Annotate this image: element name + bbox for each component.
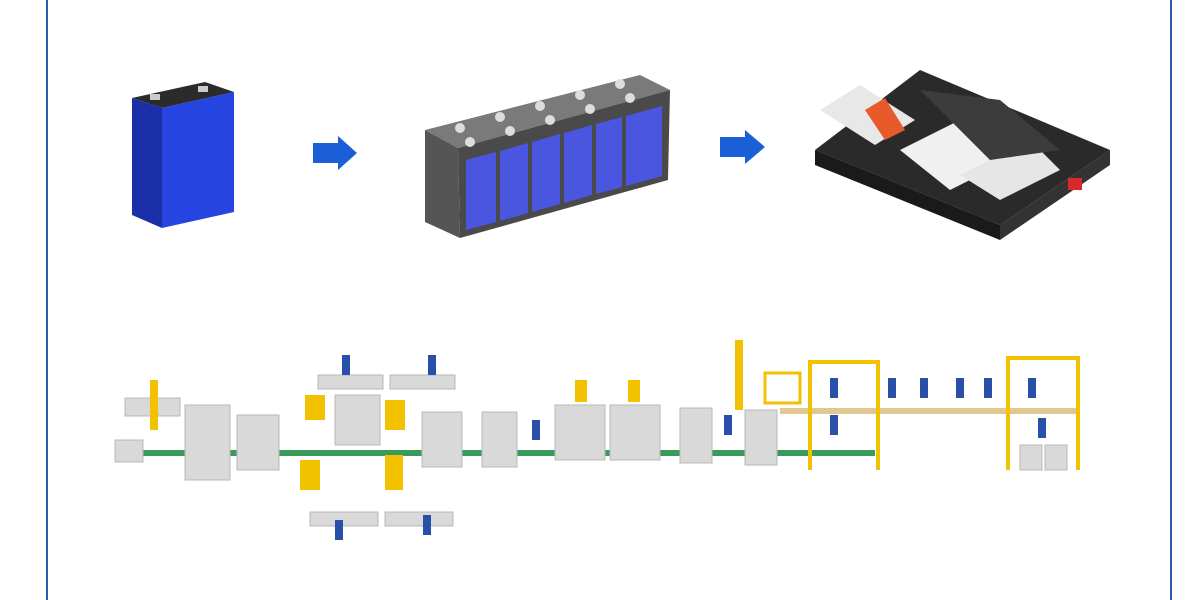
battery-cell-icon xyxy=(132,82,234,228)
assembly-line-icon xyxy=(114,340,1080,540)
battery-module-icon xyxy=(425,75,670,238)
battery-pack-icon xyxy=(815,70,1110,240)
page-frame xyxy=(46,0,1172,600)
arrow-right-icon xyxy=(313,136,357,170)
arrow-right-icon xyxy=(720,130,765,164)
